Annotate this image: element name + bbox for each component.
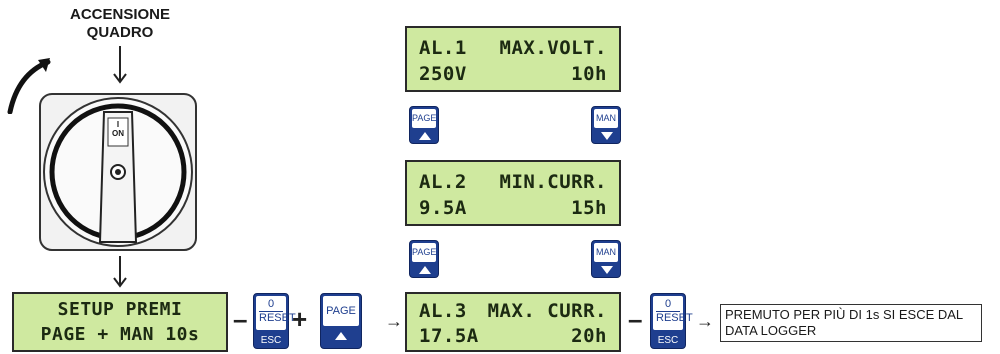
page-button[interactable]: PAGE: [409, 106, 439, 144]
right-arrow: →: [696, 311, 714, 331]
alarm2-type: MIN.CURR.: [499, 171, 607, 193]
title-line2: QUADRO: [86, 24, 154, 41]
switch-label: I ON: [108, 120, 128, 138]
setup-line1: SETUP PREMI: [57, 299, 183, 320]
page-button-label: PAGE: [412, 243, 436, 262]
setup-line2: PAGE + MAN 10s: [40, 324, 200, 345]
note-box: PREMUTO PER PIÙ DI 1s SI ESCE DAL DATA L…: [720, 304, 982, 342]
switch-label-on: ON: [112, 129, 124, 138]
man-button-label: MAN: [594, 243, 618, 262]
alarm3-time: 20h: [571, 325, 607, 347]
down-arrow-icon: [113, 46, 127, 84]
alarm2-value: 9.5A: [419, 197, 467, 219]
man-button-label: MAN: [594, 109, 618, 128]
setup-display: SETUP PREMI PAGE + MAN 10s: [12, 292, 228, 352]
alarm1-label: AL.1: [419, 37, 467, 59]
page-button[interactable]: PAGE: [320, 293, 362, 349]
title: ACCENSIONE QUADRO: [40, 6, 200, 42]
alarm1-value: 250V: [419, 63, 467, 85]
up-triangle-icon: [419, 132, 431, 140]
switch-label-top: I: [116, 120, 120, 129]
plus-sign: +: [292, 304, 308, 334]
page-button-label: PAGE: [412, 109, 436, 128]
down-triangle-icon: [601, 132, 613, 140]
man-button[interactable]: MAN: [591, 106, 621, 144]
title-line1: ACCENSIONE: [69, 6, 170, 23]
alarm2-time: 15h: [571, 197, 607, 219]
rotary-switch-icon: [39, 93, 197, 251]
alarm3-type: MAX. CURR.: [487, 300, 607, 322]
page-button[interactable]: PAGE: [409, 240, 439, 278]
reset-zero: 0: [664, 298, 672, 310]
main-switch[interactable]: I ON: [38, 92, 198, 252]
reset-face: 0 RESET: [256, 296, 296, 330]
reset-label: RESET: [259, 311, 296, 324]
alarm1-display: AL.1 MAX.VOLT. 250V 10h: [405, 26, 621, 92]
alarm2-display: AL.2 MIN.CURR. 9.5A 15h: [405, 160, 621, 226]
reset-zero: 0: [267, 298, 275, 310]
alarm1-time: 10h: [571, 63, 607, 85]
down-triangle-icon: [601, 266, 613, 274]
esc-label: ESC: [657, 335, 679, 346]
reset-label: RESET: [656, 311, 693, 324]
minus-sign: –: [628, 304, 643, 334]
man-button[interactable]: MAN: [591, 240, 621, 278]
page-button-label: PAGE: [323, 296, 359, 326]
alarm3-label: AL.3: [419, 300, 467, 322]
reset-esc-button[interactable]: 0 RESET ESC: [650, 293, 693, 349]
rotate-arrow-icon: [7, 58, 51, 114]
alarm1-type: MAX.VOLT.: [499, 37, 607, 59]
up-triangle-icon: [419, 266, 431, 274]
up-triangle-icon: [335, 332, 347, 340]
alarm2-label: AL.2: [419, 171, 467, 193]
right-arrow: →: [385, 311, 403, 331]
alarm3-value: 17.5A: [419, 325, 479, 347]
reset-face: 0 RESET: [653, 296, 693, 330]
down-arrow-icon: [113, 256, 127, 288]
alarm3-display: AL.3 MAX. CURR. 17.5A 20h: [405, 292, 621, 352]
reset-esc-button[interactable]: 0 RESET ESC: [253, 293, 296, 349]
minus-sign: –: [233, 304, 248, 334]
esc-label: ESC: [260, 335, 282, 346]
